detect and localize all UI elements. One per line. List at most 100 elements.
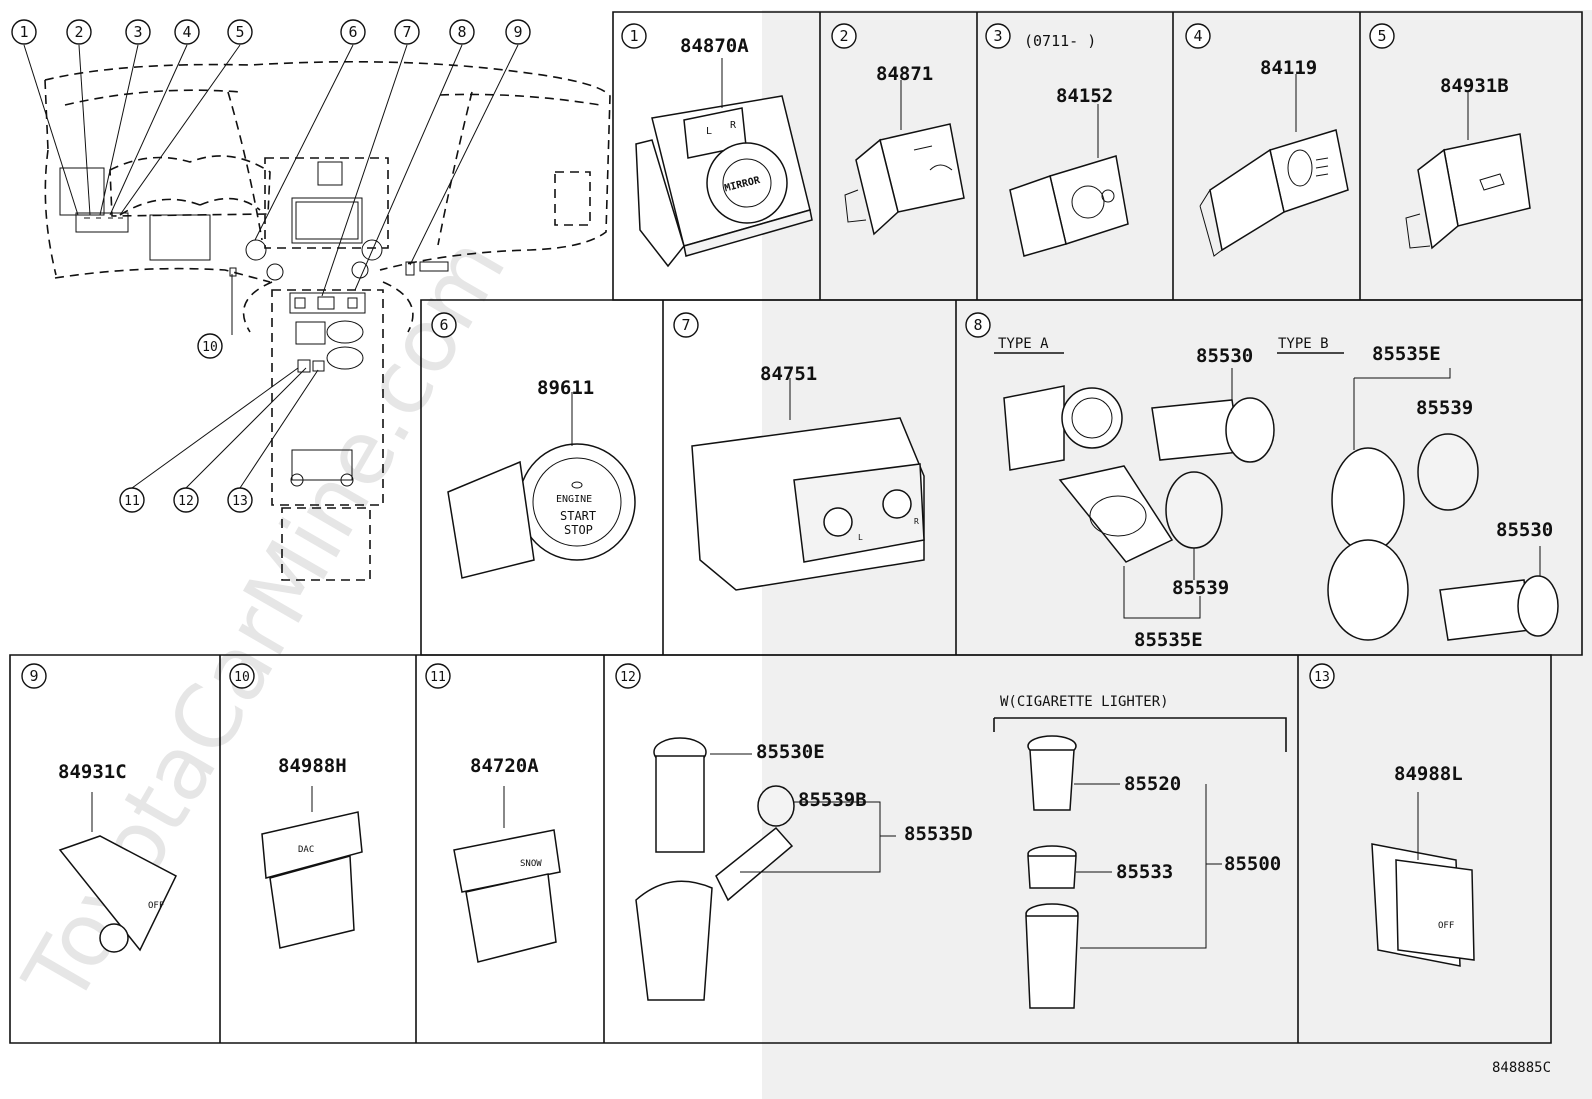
overview-callout-5: 5 <box>227 19 253 45</box>
part-number-85535e: 85535E <box>1134 629 1203 651</box>
part-number-85530: 85530 <box>1196 345 1253 367</box>
mirror-r-label: R <box>730 120 737 131</box>
part-number-85539b: 85539B <box>798 789 867 811</box>
svg-text:3: 3 <box>133 23 142 41</box>
dac-label: DAC <box>298 845 314 855</box>
part-number-85535d: 85535D <box>904 823 973 845</box>
panel-callout-5: 5 <box>1369 23 1395 49</box>
svg-text:13: 13 <box>1314 670 1330 685</box>
part-number-85533: 85533 <box>1116 861 1173 883</box>
off-label-9: OFF <box>148 901 164 911</box>
svg-text:1: 1 <box>19 23 28 41</box>
panel-8 <box>994 352 1559 641</box>
mirror-l-label: L <box>706 126 712 137</box>
part-number-89611: 89611 <box>537 377 594 399</box>
group-label-12: W(CIGARETTE LIGHTER) <box>1000 694 1169 710</box>
type-a-label: TYPE A <box>998 336 1049 352</box>
panel-callout-6: 6 <box>431 312 457 338</box>
svg-text:10: 10 <box>234 670 250 685</box>
qualifier-3: (0711- ) <box>1024 32 1096 50</box>
off-label-13: OFF <box>1438 921 1454 931</box>
svg-text:12: 12 <box>178 494 194 509</box>
svg-text:5: 5 <box>1377 27 1386 45</box>
start-label: START <box>560 509 596 523</box>
panel-9: OFF <box>58 792 177 953</box>
panel-2 <box>844 80 965 236</box>
svg-text:8: 8 <box>973 316 982 334</box>
part-number-84751: 84751 <box>760 363 817 385</box>
watermark: ToyotaCarMine.com <box>3 220 525 1021</box>
part-number-84931b: 84931B <box>1440 75 1509 97</box>
panel-5 <box>1405 92 1531 250</box>
part-number-84119: 84119 <box>1260 57 1317 79</box>
overview-callout-4: 4 <box>174 19 200 45</box>
svg-text:11: 11 <box>430 670 446 685</box>
svg-text:4: 4 <box>1193 27 1202 45</box>
heater-l-label: L <box>858 533 863 542</box>
panel-11: SNOW <box>453 786 561 963</box>
part-number-85539: 85539 <box>1416 397 1473 419</box>
stop-label: STOP <box>564 523 593 537</box>
svg-text:11: 11 <box>124 494 140 509</box>
overview-callout-3: 3 <box>125 19 151 45</box>
panel-callout-11: 11 <box>425 663 451 689</box>
overview-callout-8: 8 <box>449 19 475 45</box>
svg-text:13: 13 <box>232 494 248 509</box>
diagram-code: 848885C <box>1492 1060 1551 1076</box>
panel-10: DAC <box>261 786 363 949</box>
panel-callout-2: 2 <box>831 23 857 49</box>
panel-grid <box>9 11 1583 1044</box>
part-number-85520: 85520 <box>1124 773 1181 795</box>
overview-callout-7: 7 <box>394 19 420 45</box>
part-number-84871: 84871 <box>876 63 933 85</box>
panel-callout-7: 7 <box>673 312 699 338</box>
type-b-label: TYPE B <box>1278 336 1329 352</box>
part-number-84988h: 84988H <box>278 755 347 777</box>
panel-13: OFF <box>1371 792 1475 967</box>
overview-leader-lines <box>23 44 519 489</box>
svg-text:4: 4 <box>182 23 191 41</box>
part-number-85535e: 85535E <box>1372 343 1441 365</box>
svg-text:6: 6 <box>348 23 357 41</box>
svg-text:3: 3 <box>993 27 1002 45</box>
part-number-84870a: 84870A <box>680 35 749 57</box>
svg-text:6: 6 <box>439 316 448 334</box>
overview-callout-11: 11 <box>119 487 145 513</box>
part-number-84988l: 84988L <box>1394 763 1463 785</box>
panel-callout-3: 3 <box>985 23 1011 49</box>
panel-3 <box>1009 104 1129 257</box>
part-number-84152: 84152 <box>1056 85 1113 107</box>
part-number-85530: 85530 <box>1496 519 1553 541</box>
svg-text:10: 10 <box>202 340 218 355</box>
svg-text:7: 7 <box>681 316 690 334</box>
overview-callout-6: 6 <box>340 19 366 45</box>
panel-1: MIRROR L R <box>635 58 813 268</box>
heater-r-label: R <box>914 517 919 526</box>
overview-callout-2: 2 <box>66 19 92 45</box>
overview-callout-10: 10 <box>197 333 223 359</box>
panel-callout-1: 1 <box>621 23 647 49</box>
overview-callout-12: 12 <box>173 487 199 513</box>
part-number-labels: 84870A 84871 84152 84119 84931B 89611 84751 855… <box>58 35 1553 883</box>
panel-6: ENGINE START STOP <box>447 392 636 579</box>
part-number-84931c: 84931C <box>58 761 127 783</box>
panel-7: L R <box>691 378 925 591</box>
svg-text:9: 9 <box>29 667 38 685</box>
panel-callout-8: 8 <box>965 312 991 338</box>
svg-text:1: 1 <box>629 27 638 45</box>
panel-callout-9: 9 <box>21 663 47 689</box>
part-number-85500: 85500 <box>1224 853 1281 875</box>
panel-callout-4: 4 <box>1185 23 1211 49</box>
panel-4 <box>1199 74 1349 257</box>
overview-callout-9: 9 <box>505 19 531 45</box>
part-number-84720a: 84720A <box>470 755 539 777</box>
svg-text:2: 2 <box>74 23 83 41</box>
overview-callout-1: 1 <box>11 19 37 45</box>
engine-label: ENGINE <box>556 494 592 505</box>
panel-12 <box>635 717 1287 1009</box>
svg-text:7: 7 <box>402 23 411 41</box>
panel-callout-13: 13 <box>1309 663 1335 689</box>
